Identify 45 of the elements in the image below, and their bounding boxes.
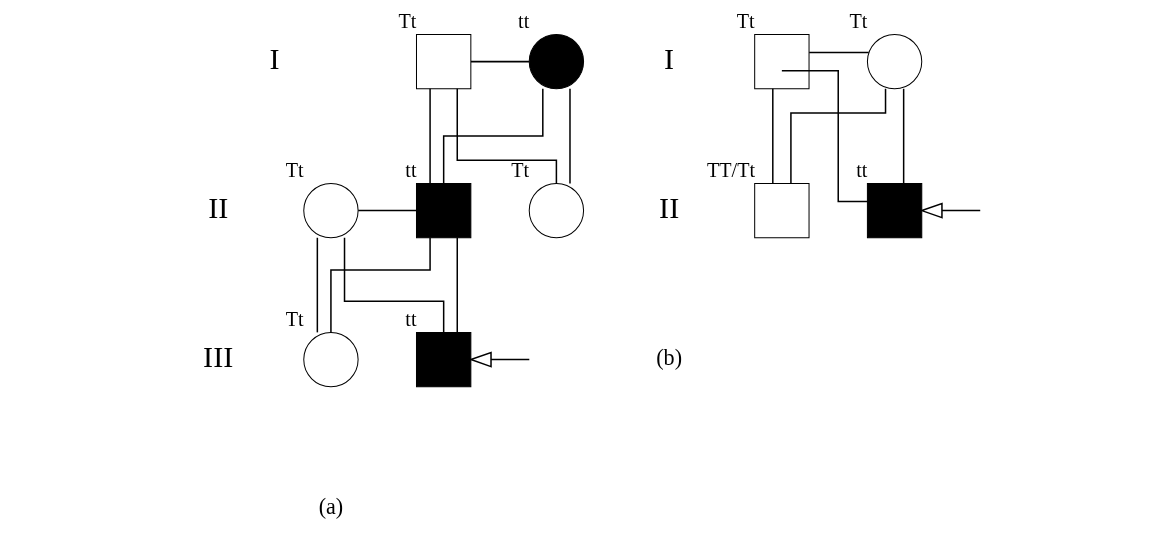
connector [807,51,869,54]
arrow [919,202,981,219]
node-circle [866,33,922,90]
label: II [658,191,679,226]
node-label: Tt [285,308,304,331]
label: (b) [655,345,682,371]
node-box [415,182,471,239]
label: (a) [318,494,343,520]
label: III [202,340,233,375]
node-circle [302,182,359,239]
node-box [753,182,810,239]
node-label: Tt [736,10,755,33]
node-box [753,33,810,90]
connector [343,237,444,334]
connector [469,60,530,63]
connector [329,237,431,334]
connector [771,88,774,185]
node-circle [528,182,584,239]
node-label: tt [404,308,417,331]
arrow [468,351,530,368]
connector [428,88,431,185]
node-circle [302,331,359,388]
connector [568,88,571,185]
connector [456,237,458,334]
label: I [663,42,674,77]
label: I [269,42,280,77]
node-box [415,33,471,90]
connector [316,237,318,334]
node-label: Tt [848,10,867,33]
node-label: tt [517,10,529,33]
node-label: tt [404,159,417,182]
node-label: TT/Tt [706,159,755,182]
node-circle [528,33,584,90]
connector [442,88,544,185]
node-label: Tt [510,159,529,182]
connector [902,88,904,185]
node-label: tt [855,159,867,182]
node-label: Tt [397,10,416,33]
connector [789,88,886,185]
connector [356,209,417,212]
label: II [207,191,228,226]
connector [456,88,557,185]
node-label: Tt [285,159,304,182]
node-box [866,182,922,239]
node-box [415,331,471,388]
